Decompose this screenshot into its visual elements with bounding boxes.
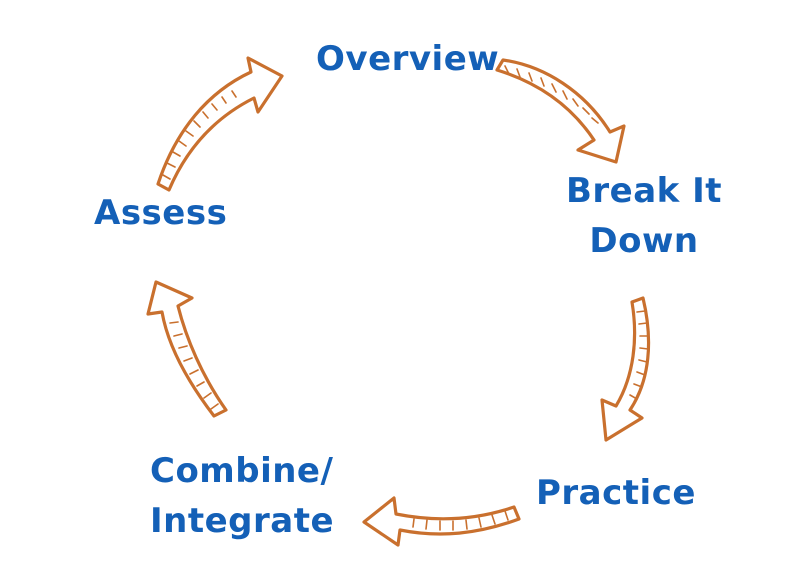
arrow-assess-to-overview [156,56,284,192]
step-practice-label: Practice [536,473,696,513]
curved-arrow-icon [146,280,228,418]
step-break-it-down-label-line2: Down [589,221,699,261]
arrow-combine-integrate-to-assess [146,280,228,418]
step-combine-integrate-label-line2: Integrate [150,501,335,541]
curved-arrow-icon [495,58,626,164]
curved-arrow-icon [600,296,651,442]
step-combine-integrate-label-line1: Combine/ [150,451,334,491]
step-combine-integrate: Combine/ Integrate [150,446,335,546]
step-assess: Assess [94,188,227,238]
curved-arrow-icon [156,56,284,192]
arrow-break-it-down-to-practice [600,296,651,442]
arrow-practice-to-combine-integrate [362,496,521,547]
step-overview-label: Overview [316,39,500,79]
step-practice: Practice [536,468,696,518]
step-break-it-down-label-line1: Break It [565,171,723,211]
step-assess-label: Assess [94,193,228,233]
curved-arrow-icon [362,496,521,547]
step-overview: Overview [316,34,499,84]
step-break-it-down: Break It Down [564,166,724,266]
arrow-overview-to-break-it-down [495,58,626,164]
